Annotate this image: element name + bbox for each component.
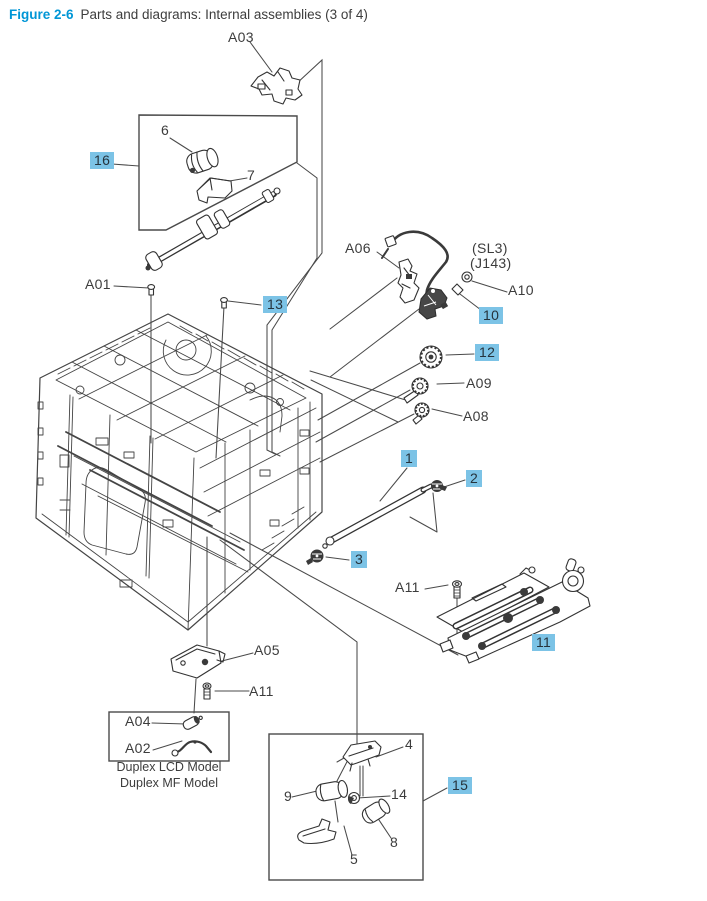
callout-a02: A02 — [125, 740, 151, 756]
holder-bracket-4 — [342, 740, 382, 772]
pickup-roller-16 — [186, 147, 219, 174]
callout-n7: 7 — [247, 167, 256, 183]
callout-a06: A06 — [345, 240, 371, 256]
guide-bracket-a05 — [170, 644, 226, 679]
assembly-connection-lines — [150, 58, 459, 747]
callout-h11: 11 — [532, 634, 556, 651]
cable-guide-bracket-a03 — [250, 67, 303, 105]
solenoid-10 — [418, 287, 449, 320]
gear-a09 — [403, 377, 429, 404]
callout-a09: A09 — [466, 375, 492, 391]
duplex-roller-a04 — [182, 715, 203, 730]
callout-n14: 14 — [391, 786, 408, 802]
callout-n4: 4 — [405, 736, 414, 752]
screw-a11-top — [451, 580, 463, 599]
callout-n9: 9 — [284, 788, 293, 804]
callout-h10: 10 — [479, 307, 504, 324]
callout-h1: 1 — [401, 450, 418, 467]
gear-12 — [419, 345, 443, 369]
callout-a11-top: A11 — [395, 579, 420, 595]
callout-a01: A01 — [85, 276, 111, 292]
gear-a08 — [412, 402, 430, 425]
transfer-roller-1 — [322, 483, 435, 549]
callout-n6: 6 — [161, 122, 170, 138]
roller-bushing-2 — [431, 480, 447, 492]
callout-a03: A03 — [228, 29, 254, 45]
screw-a11-bottom — [202, 682, 212, 700]
idler-roller-14 — [347, 791, 361, 805]
callout-h15: 15 — [448, 777, 473, 794]
callout-a10: A10 — [508, 282, 534, 298]
callout-a05: A05 — [254, 642, 280, 658]
printer-chassis — [35, 313, 323, 631]
duplex-link-a02 — [171, 740, 213, 757]
callout-n8: 8 — [390, 834, 399, 850]
callout-j143: (J143) — [470, 255, 512, 271]
callout-duplex-caption-1: Duplex LCD Model — [116, 760, 222, 774]
pickup-shaft-assembly-16 — [145, 187, 281, 271]
callout-sl3: (SL3) — [472, 240, 508, 256]
separation-pad-7 — [196, 177, 233, 204]
callout-duplex-caption-2: Duplex MF Model — [120, 776, 218, 790]
callout-a08: A08 — [463, 408, 489, 424]
sensor-flag-a06 — [397, 258, 420, 304]
paper-delivery-assembly-11 — [436, 558, 591, 664]
guide-arm-5 — [297, 818, 337, 845]
callout-a11-bottom: A11 — [249, 683, 274, 699]
paper-feed-group-box — [268, 733, 424, 881]
callout-n5: 5 — [350, 851, 359, 867]
screw-a10 — [451, 271, 473, 296]
duplex-model-group-box — [108, 711, 230, 762]
callout-h16: 16 — [90, 152, 115, 169]
callout-h12: 12 — [475, 344, 500, 361]
figure-number: Figure 2-6 — [9, 7, 74, 22]
callout-a04: A04 — [125, 713, 151, 729]
roller-bushing-3 — [306, 549, 324, 565]
callout-h3: 3 — [351, 551, 368, 568]
callout-h13: 13 — [263, 296, 288, 313]
figure-caption: Figure 2-6 Parts and diagrams: Internal a… — [9, 7, 368, 22]
pickup-assembly-group-box — [138, 114, 298, 231]
screw-a01 — [147, 284, 156, 296]
callout-leader-lines — [111, 41, 537, 856]
feed-roller-8 — [361, 798, 391, 824]
screw-13 — [220, 297, 228, 309]
figure-title: Parts and diagrams: Internal assemblies … — [80, 7, 368, 22]
feed-roller-9 — [315, 779, 349, 802]
callout-h2: 2 — [466, 470, 483, 487]
